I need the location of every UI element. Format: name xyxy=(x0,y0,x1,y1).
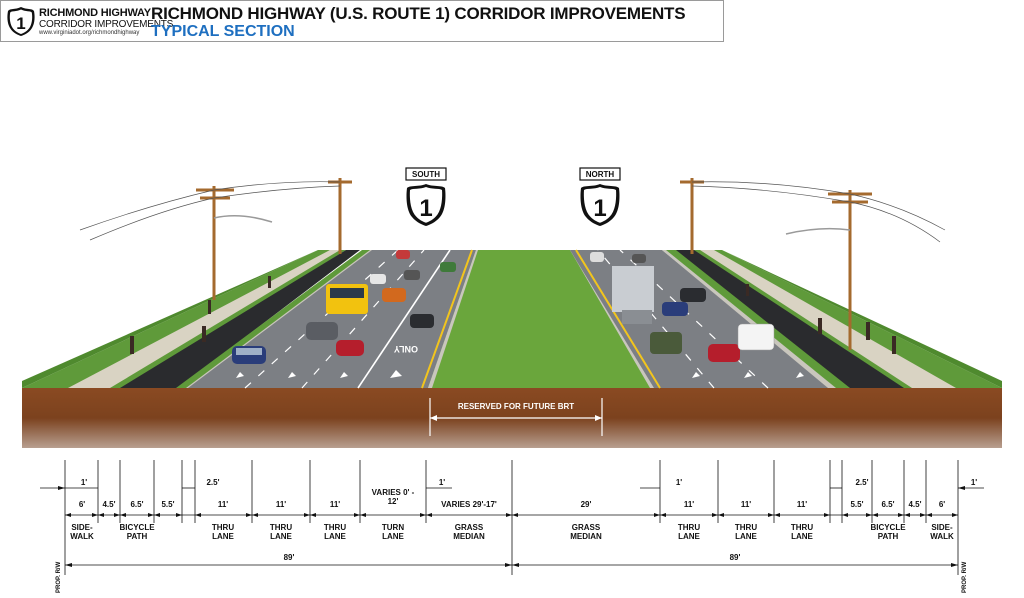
southbound-route-sign: SOUTH 1 xyxy=(405,167,447,226)
label-thru-lane-1: THRU LANE xyxy=(211,523,235,541)
south-sign-route: 1 xyxy=(419,195,432,222)
dim-width-curb-right: 5.5' xyxy=(850,500,864,509)
total-width-right: 89' xyxy=(729,553,741,562)
logo-url: www.virginiadot.org/richmondhighway xyxy=(39,30,140,36)
prop-rw-right: PROP. R/W xyxy=(962,561,968,593)
label-turn-lane: TURN LANE xyxy=(381,523,405,541)
left-grass-verge xyxy=(22,250,330,388)
dim-width-bike-left: 6.5' xyxy=(130,500,144,509)
dim-width-median-right: 29' xyxy=(580,500,592,509)
only-pavement-marking: ONLY xyxy=(394,344,418,354)
utility-poles xyxy=(196,178,872,350)
dimension-legend: 1' 2.5' 1' 1' 2.5' 1' 6' 4.5' 6.5' 5.5' … xyxy=(0,455,1024,598)
north-sign-route: 1 xyxy=(593,195,606,222)
left-bike-path xyxy=(120,250,360,388)
south-sign-label: SOUTH xyxy=(412,170,440,179)
dim-width-turn-lane: VARIES 0' - 12' xyxy=(371,488,415,506)
page-title: RICHMOND HIGHWAY (U.S. ROUTE 1) CORRIDOR… xyxy=(151,4,686,23)
future-brt-bracket xyxy=(429,398,603,436)
label-thru-lane-4: THRU LANE xyxy=(677,523,701,541)
label-bicycle-path-right: BICYCLE PATH xyxy=(870,523,906,541)
dim-width-lane-1: 11' xyxy=(217,500,229,509)
logo-line-2: CORRIDOR IMPROVEMENTS xyxy=(39,19,174,30)
dim-width-curb-left: 5.5' xyxy=(161,500,175,509)
central-grass-median xyxy=(428,250,654,388)
label-thru-lane-5: THRU LANE xyxy=(734,523,758,541)
street-lights xyxy=(213,215,851,235)
header-banner: 1 RICHMOND HIGHWAY CORRIDOR IMPROVEMENTS… xyxy=(0,0,724,42)
label-bicycle-path-left: BICYCLE PATH xyxy=(119,523,155,541)
corridor-logo: 1 RICHMOND HIGHWAY CORRIDOR IMPROVEMENTS… xyxy=(3,3,173,40)
logo-line-1: RICHMOND HIGHWAY xyxy=(39,7,151,19)
dim-width-lane-3: 11' xyxy=(329,500,341,509)
right-grass-verge xyxy=(714,250,1002,388)
label-sidewalk-left: SIDE- WALK xyxy=(70,523,94,541)
dim-width-sidewalk-left: 6' xyxy=(78,500,86,509)
dim-width-lane-6: 11' xyxy=(796,500,808,509)
right-bike-path xyxy=(676,250,906,388)
dim-width-lane-4: 11' xyxy=(683,500,695,509)
label-grass-median-left: GRASS MEDIAN xyxy=(453,523,485,541)
dim-small-6: 1' xyxy=(970,478,978,487)
dim-width-bike-right: 6.5' xyxy=(881,500,895,509)
dim-width-sidewalk-right: 6' xyxy=(938,500,946,509)
logo-shield-number: 1 xyxy=(16,14,25,33)
dim-width-median-left: VARIES 29'-17' xyxy=(441,500,497,509)
northbound-vehicles xyxy=(590,252,775,362)
label-thru-lane-3: THRU LANE xyxy=(323,523,347,541)
dim-width-lane-2: 11' xyxy=(275,500,287,509)
page-subtitle: TYPICAL SECTION xyxy=(151,23,295,40)
label-sidewalk-right: SIDE- WALK xyxy=(930,523,954,541)
dim-width-buffer-right: 4.5' xyxy=(908,500,922,509)
total-width-left: 89' xyxy=(283,553,295,562)
road-cross-section-illustration: ONLY xyxy=(22,167,1002,450)
label-grass-median-right: GRASS MEDIAN xyxy=(570,523,602,541)
dimension-lines xyxy=(40,460,984,575)
label-thru-lane-2: THRU LANE xyxy=(269,523,293,541)
label-thru-lane-6: THRU LANE xyxy=(790,523,814,541)
us-route-shield-icon: 1 xyxy=(7,7,35,36)
left-sidewalk xyxy=(68,250,340,388)
southbound-vehicles xyxy=(232,250,456,364)
prop-rw-left: PROP. R/W xyxy=(56,561,62,593)
dim-width-lane-5: 11' xyxy=(740,500,752,509)
dim-small-2: 2.5' xyxy=(206,478,220,487)
northbound-route-sign: NORTH 1 xyxy=(579,167,621,226)
future-brt-label: RESERVED FOR FUTURE BRT xyxy=(458,402,574,411)
dim-width-buffer-left: 4.5' xyxy=(102,500,116,509)
dim-small-4: 1' xyxy=(675,478,683,487)
dim-small-3: 1' xyxy=(438,478,446,487)
dim-small-5: 2.5' xyxy=(855,478,869,487)
north-sign-label: NORTH xyxy=(586,170,615,179)
dim-small-1: 1' xyxy=(80,478,88,487)
people-figures xyxy=(130,276,896,354)
